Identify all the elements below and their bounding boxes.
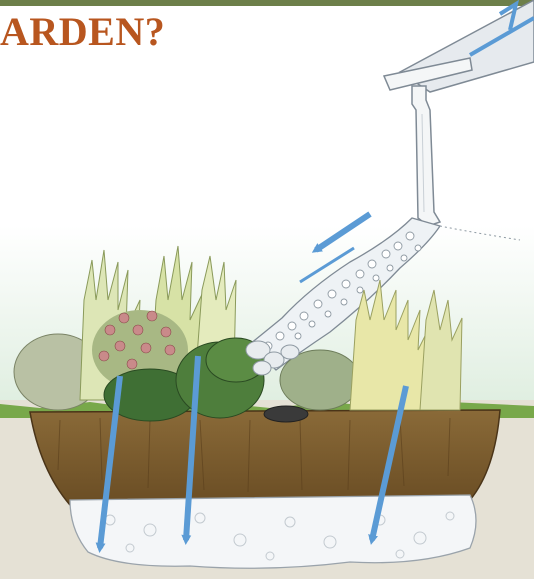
top-foliage-strip: [0, 0, 534, 6]
page-title: ARDEN?: [0, 8, 165, 55]
soil-layer: [30, 410, 500, 505]
drain-grate-icon: [264, 406, 308, 422]
gravel-layer: [70, 495, 476, 568]
